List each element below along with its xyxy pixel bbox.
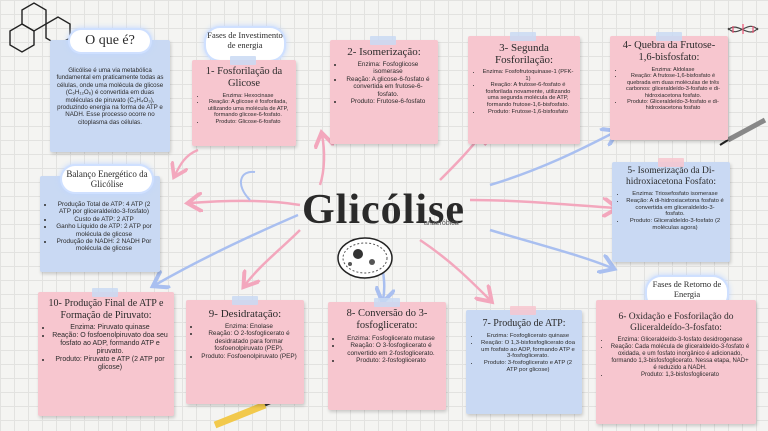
step-title: 5- Isomerização da Di-hidroxiacetona Fos… [626,166,716,187]
step-item: Reação: O 3-fosfoglicerato é convertido … [342,342,440,357]
step-title: 7- Produção de ATP: [482,318,566,329]
balance-item: Custo de ATP: 2 ATP [54,216,154,223]
phase-investment-label: Fases de Investimento de energia [207,30,283,50]
tape [510,32,536,41]
step-title: 4- Quebra da Frutose-1,6-bisfosfato: [622,40,716,63]
step-2-note: 2- Isomerização: Enzima: Fosfoglicose is… [330,36,438,144]
balance-item: Produção Total de ATP: 4 ATP (2 ATP por … [54,201,154,216]
tape [92,288,118,297]
step-item: Enzima: Piruvato quinase [52,324,168,332]
step-item: Reação: A glicose-6-fosfato é convertida… [344,76,432,98]
intro-heading: O que é? [85,33,135,48]
intro-note: Glicólise é uma via metabólica fundament… [50,40,170,152]
balance-item: Ganho Líquido de ATP: 2 ATP por molécula… [54,223,154,238]
tape [510,306,536,315]
main-subtitle: anaeróbica [424,220,459,227]
pencil-icon [213,399,275,429]
step-8-note: 8- Conversão do 3-fosfoglicerato: Enzima… [328,298,446,410]
step-4-note: 4- Quebra da Frutose-1,6-bisfosfato: Enz… [610,32,728,140]
step-item: Produto: Gliceraldeído-3-fosfato (2 molé… [626,218,724,232]
step-item: Enzima: Fosfoglicerato mutase [342,335,440,342]
step-item: Reação: O fosfoenolpiruvato doa seu fosf… [52,332,168,356]
step-9-note: 9- Desidratação: Enzima: Enolase Reação:… [186,296,304,404]
balance-heading: Balanço Energético da Glicólise [66,169,148,189]
step-title: 10- Produção Final de ATP e Formação de … [48,298,164,321]
step-7-note: 7- Produção de ATP: Enzima: Fosfoglicera… [466,306,582,414]
tape [658,158,684,167]
step-title: 1- Fosforilação da Glicose [205,66,283,89]
step-item: Produto: 3-fosfoglicerato e ATP (2 ATP p… [480,360,576,374]
step-item: Reação: A frutose-1,6-bisfosfato é quebr… [624,73,722,99]
balance-item: Produção de NADH: 2 NADH Por molécula de… [54,238,154,253]
step-10-note: 10- Produção Final de ATP e Formação de … [38,288,174,416]
step-item: Enzima: Fosfoglicerato quinase [480,333,576,340]
step-6-note: 6- Oxidação e Fosforilação do Gliceralde… [596,300,756,424]
dna-icon [727,24,759,34]
step-item: Produto: 1,3-bisfosfoglicerato [610,372,750,379]
step-item: Reação: A di-hidroxiacetona fosfato é co… [626,198,724,218]
step-item: Produto: Frutose-6-fosfato [344,98,432,105]
step-title: 6- Oxidação e Fosforilação do Gliceralde… [618,312,734,333]
step-item: Reação: O 2-fosfoglicerato é desidratado… [200,330,298,352]
step-item: Produto: Frutose-1,6-bisfosfato [482,109,574,116]
phase-return-label: Fases de Retorno de Energia [652,279,722,299]
step-3-note: 3- Segunda Fosforilação: Enzima: Fosfofr… [468,32,580,144]
step-item: Reação: A glicose é fosforilada, utiliza… [206,99,290,118]
step-title: 8- Conversão do 3-fosfoglicerato: [346,308,428,331]
step-item: Reação: A frutose-6-fosfato é fosforilad… [482,82,574,108]
step-item: Reação: O 1,3-bisfosfoglicerato doa um f… [480,340,576,360]
intro-heading-cloud: O que é? [70,30,150,52]
balance-note: Produção Total de ATP: 4 ATP (2 ATP por … [40,176,160,272]
step-title: 2- Isomerização: [347,46,421,58]
step-item: Produto: 2-fosfoglicerato [342,357,440,364]
tape [230,56,256,65]
step-item: Enzima: Hexocinase [206,93,290,99]
step-item: Enzima: Fosfofrutoquinase-1 (PFK-1) [482,69,574,82]
tape [370,36,396,45]
balance-heading-cloud: Balanço Energético da Glicólise [62,166,152,192]
step-item: Produto: Gliceraldeído-3-fosfato e di-hi… [624,99,722,112]
intro-body: Glicólise é uma via metabólica fundament… [56,67,164,126]
step-item: Enzima: Triosefosfato isomerase [626,191,724,198]
cell-icon [337,237,393,279]
step-item: Enzima: Fosfoglicose isomerase [344,61,432,76]
step-title: 3- Segunda Fosforilação: [494,42,554,66]
step-item: Enzima: Gliceraldeído-3-fosfato desidrog… [610,337,750,344]
step-item: Produto: Piruvato e ATP (2 ATP por glico… [52,356,168,372]
tape [656,32,682,41]
step-item: Produto: Fosfoenolpiruvato (PEP) [200,353,298,360]
step-item: Enzima: Enolase [200,323,298,330]
step-item: Reação: Cada molécula de gliceraldeído-3… [610,344,750,372]
pencil-icon [719,117,767,146]
step-item: Produto: Glicose-6-fosfato [206,119,290,125]
step-title: 9- Desidratação: [208,308,282,320]
step-item: Enzima: Aldolase [624,67,722,73]
step-1-note: 1- Fosforilação da Glicose Enzima: Hexoc… [192,56,296,146]
step-5-note: 5- Isomerização da Di-hidroxiacetona Fos… [612,158,730,262]
phase-investment-cloud: Fases de Investimento de energia [206,28,284,60]
tape [374,298,400,307]
main-title: Glicólise [302,187,465,233]
tape [232,296,258,305]
